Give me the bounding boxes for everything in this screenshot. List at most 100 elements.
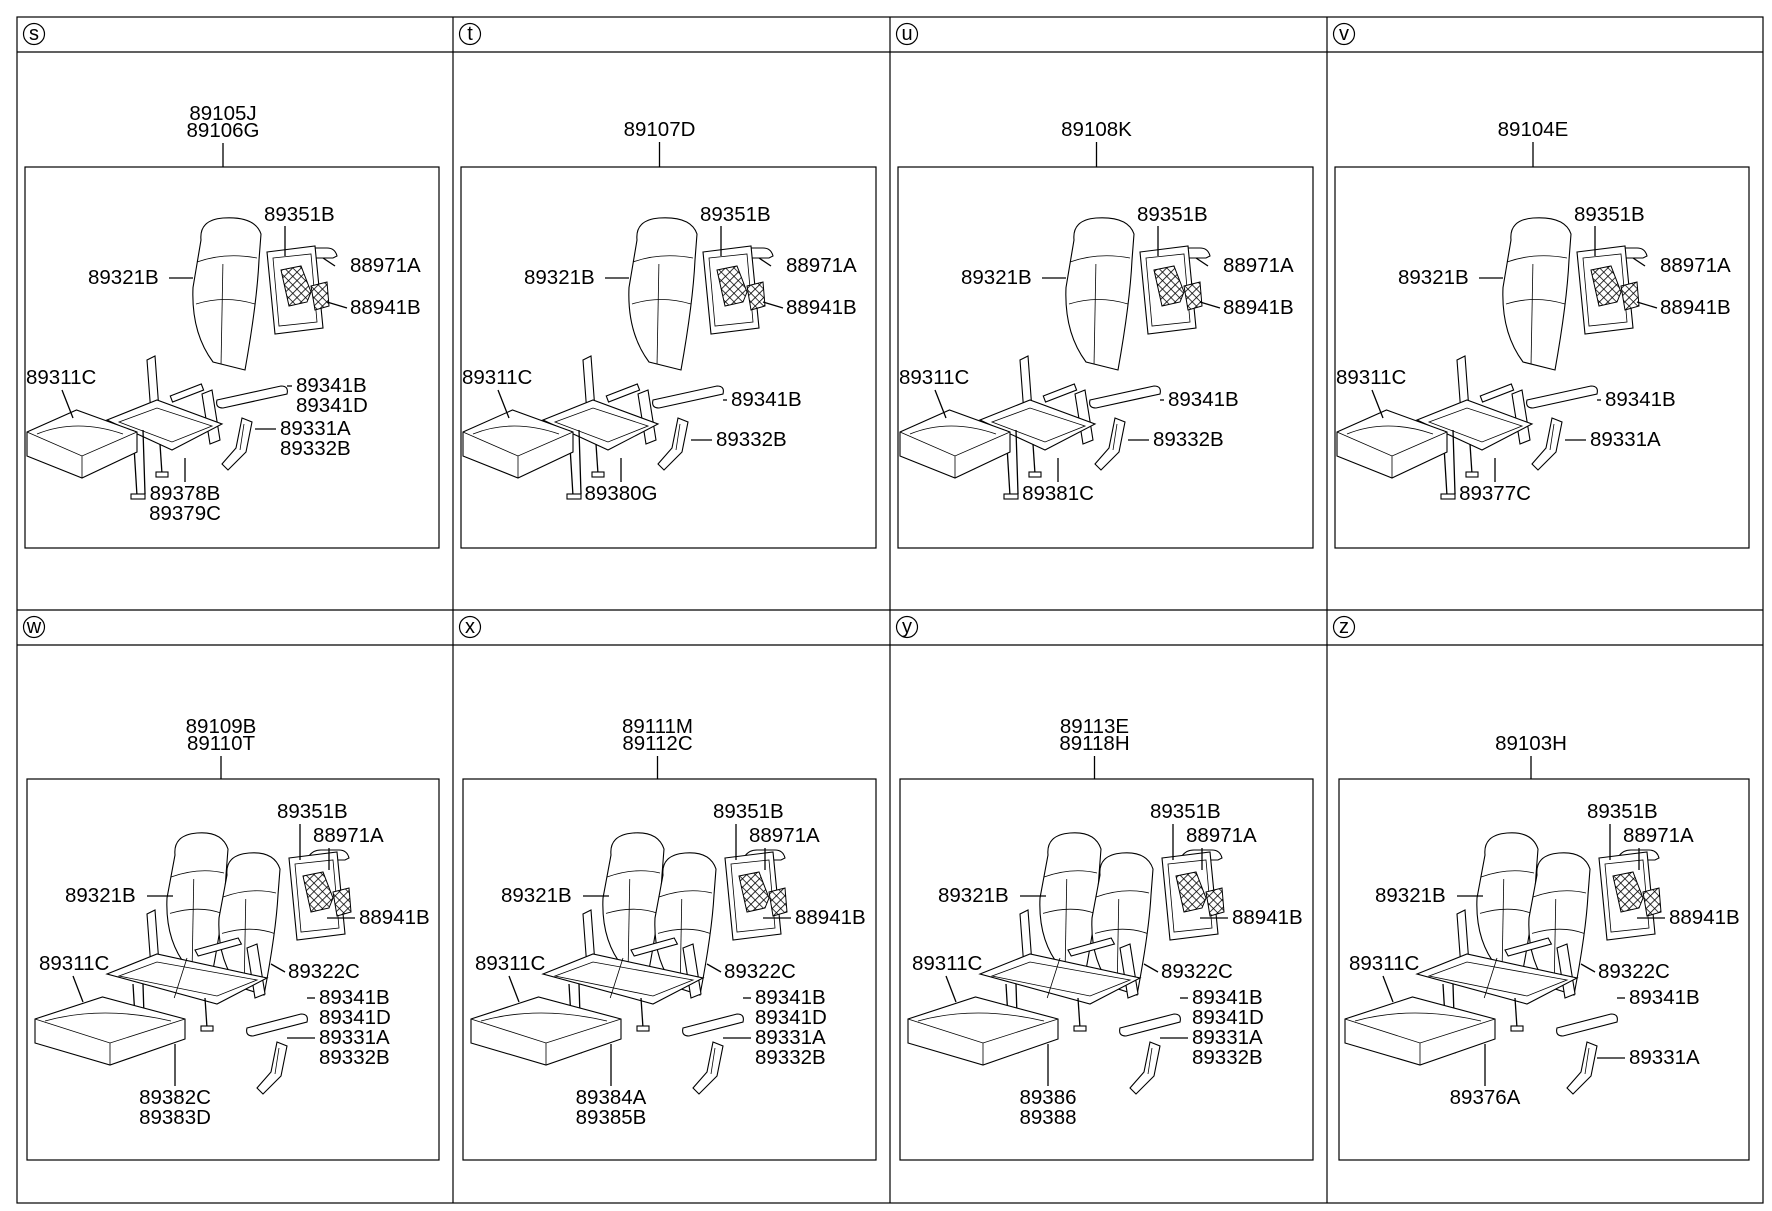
assembly-number: 89112C (622, 732, 692, 755)
seat-net (1183, 281, 1203, 311)
label-armrest: 89341B (731, 388, 802, 411)
leader-line (1636, 301, 1658, 309)
label-88941b: 88941B (1223, 296, 1294, 319)
seat-back-seam (606, 870, 661, 878)
seat-back-seam (1064, 878, 1068, 970)
leg-foot (1028, 471, 1042, 478)
panel-letter-circle (895, 615, 919, 639)
label-88971a: 88971A (786, 254, 857, 277)
label-89321b: 89321B (1375, 884, 1446, 907)
seat-cushion (462, 409, 574, 479)
frame-base (541, 399, 660, 451)
label-leg: 89384A (576, 1086, 647, 1109)
label-armrest: 89341B (296, 374, 367, 397)
assembly-number: 89106G (187, 119, 260, 142)
leader-line (497, 389, 510, 419)
panel-letter-circle (22, 615, 46, 639)
net-board-inner (1167, 859, 1213, 933)
seat-net (302, 871, 334, 913)
frame-leg (159, 443, 163, 475)
frame-base-inner (117, 961, 259, 997)
seat-back-2-seam (221, 928, 275, 934)
leader-line (758, 257, 772, 267)
label-89311c: 89311C (475, 952, 545, 975)
frame-base-inner (117, 407, 214, 443)
seat-cushion (1336, 409, 1448, 479)
seat-back-2-seam (1095, 890, 1150, 898)
seat-cushion-edge (470, 1018, 622, 1065)
label-89311c: 89311C (462, 366, 532, 389)
label-cover: 89332B (319, 1046, 390, 1069)
seat-back-2-seam (658, 890, 713, 898)
seat-back-seam (605, 908, 659, 914)
armrest-pad (246, 1013, 308, 1037)
label-89322c: 89322C (1161, 960, 1233, 983)
label-88971a: 88971A (749, 824, 820, 847)
label-armrest: 89341B (1629, 986, 1700, 1009)
label-cover: 89331A (755, 1026, 826, 1049)
frame-base-inner (1427, 961, 1569, 997)
label-89321b: 89321B (501, 884, 572, 907)
leg-foot (591, 471, 605, 478)
seat-cushion-edge (899, 431, 1011, 478)
assembly-frame (26, 778, 440, 1161)
seat-cushion-edge (1336, 431, 1448, 478)
seat-frame (541, 355, 660, 500)
seat-net (280, 265, 312, 307)
label-88971a: 88971A (1186, 824, 1257, 847)
assembly-number: 89107D (624, 118, 696, 141)
leg-foot (636, 1025, 650, 1032)
seat-cushion-edge (34, 1018, 186, 1065)
seat-cushion (34, 996, 186, 1066)
seat-cushion (470, 996, 622, 1066)
side-cover (221, 417, 253, 471)
seat-back-seam (1043, 870, 1098, 878)
label-leg: 89383D (139, 1106, 211, 1129)
label-89311c: 89311C (899, 366, 969, 389)
frame-bar (605, 383, 641, 403)
armrest-pad (216, 385, 288, 409)
seat-back-2 (218, 852, 281, 996)
leader-line (72, 975, 84, 1003)
panel-s: s89105J89106G89351B88971A88941B89321B893… (22, 22, 440, 549)
leader-line (1382, 975, 1394, 1003)
seat-frame (978, 355, 1097, 500)
side-cover (1531, 417, 1563, 471)
label-armrest: 89341D (319, 1006, 391, 1029)
net-board-inner (1604, 859, 1650, 933)
seat-frame (105, 355, 224, 500)
seat-net (332, 887, 352, 917)
panel-letter: t (467, 23, 473, 45)
assembly-number: 89104E (1498, 118, 1569, 141)
panel-v: v89104E89351B88971A88941B89321B89311C893… (1332, 22, 1750, 549)
seat-cushion-seam (36, 425, 124, 435)
label-89322c: 89322C (724, 960, 796, 983)
label-89311c: 89311C (912, 952, 982, 975)
assembly-number: 89105J (189, 102, 256, 125)
leader-line (1371, 389, 1384, 419)
label-88941b: 88941B (1232, 906, 1303, 929)
assembly-frame (1338, 778, 1750, 1161)
label-armrest: 89341D (1192, 1006, 1264, 1029)
panel-letter: v (1339, 23, 1349, 45)
frame-base-inner (553, 961, 695, 997)
label-89311c: 89311C (1349, 952, 1419, 975)
side-cover (692, 1041, 724, 1095)
seat-back-seam (220, 263, 224, 365)
seat-cushion-edge (462, 431, 574, 478)
seat-frame (105, 909, 269, 1054)
assembly-number: 89110T (187, 732, 255, 755)
label-cover: 89332B (1192, 1046, 1263, 1069)
frame-base (1415, 953, 1579, 1005)
seat-cushion (899, 409, 1011, 479)
label-headrest: 89351B (277, 800, 348, 823)
seat-back-seam (1506, 255, 1568, 263)
panel-y: y89113E89118H89351B88971A88941B89321B893… (895, 615, 1314, 1161)
frame-divider (1046, 957, 1061, 999)
assembly-frame (460, 166, 877, 549)
armrest-pad (1556, 1013, 1618, 1037)
net-board-inner (1145, 253, 1191, 327)
seat-net (310, 281, 330, 311)
frame-divider (609, 957, 624, 999)
